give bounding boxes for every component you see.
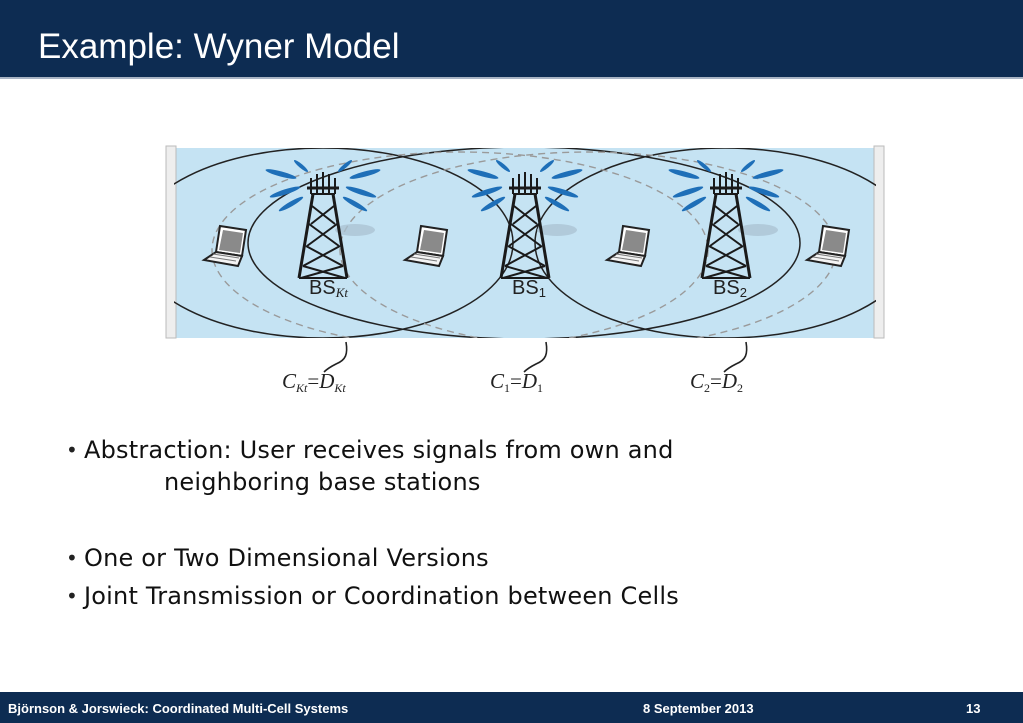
footer-authors: Björnson & Jorswieck: Coordinated Multi-… <box>8 701 349 716</box>
bullet-dot-icon: • <box>66 438 78 462</box>
bs-label-kt: BSKt <box>309 277 348 300</box>
bullet-dot-icon: • <box>66 584 78 608</box>
bullet-item: • One or Two Dimensional Versions <box>64 542 964 574</box>
capacity-label-2: C2=D2 <box>690 369 743 395</box>
bullet-dot-icon: • <box>66 546 78 570</box>
capacity-label-kt: CKt=DKt <box>282 369 346 395</box>
bullet-text: Joint Transmission or Coordination betwe… <box>84 582 679 610</box>
page-number: 13 <box>966 701 981 716</box>
bullet-item: • Joint Transmission or Coordination bet… <box>64 580 964 612</box>
footer-bar: Björnson & Jorswieck: Coordinated Multi-… <box>0 692 1023 723</box>
wyner-model-figure: BSKt BS1 BS2 CKt=DKt C1=D1 C2=D2 <box>160 140 890 405</box>
title-bar: Example: Wyner Model <box>0 0 1023 79</box>
capacity-label-1: C1=D1 <box>490 369 543 395</box>
bs-label-1: BS1 <box>512 277 546 300</box>
wyner-model-diagram: BSKt BS1 BS2 CKt=DKt C1=D1 C2=D2 <box>165 145 885 395</box>
tower-shadows <box>335 224 778 236</box>
bullet-text: One or Two Dimensional Versions <box>84 544 489 572</box>
bullet-item: • Abstraction: User receives signals fro… <box>64 434 964 498</box>
bullet-text: Abstraction: User receives signals from … <box>84 436 674 464</box>
bs-label-2: BS2 <box>713 277 747 300</box>
bullet-continuation: neighboring base stations <box>164 468 481 496</box>
bullet-list: • Abstraction: User receives signals fro… <box>64 434 964 612</box>
link-leaders <box>323 341 748 373</box>
footer-date: 8 September 2013 <box>643 701 754 716</box>
slide-title: Example: Wyner Model <box>38 27 400 66</box>
